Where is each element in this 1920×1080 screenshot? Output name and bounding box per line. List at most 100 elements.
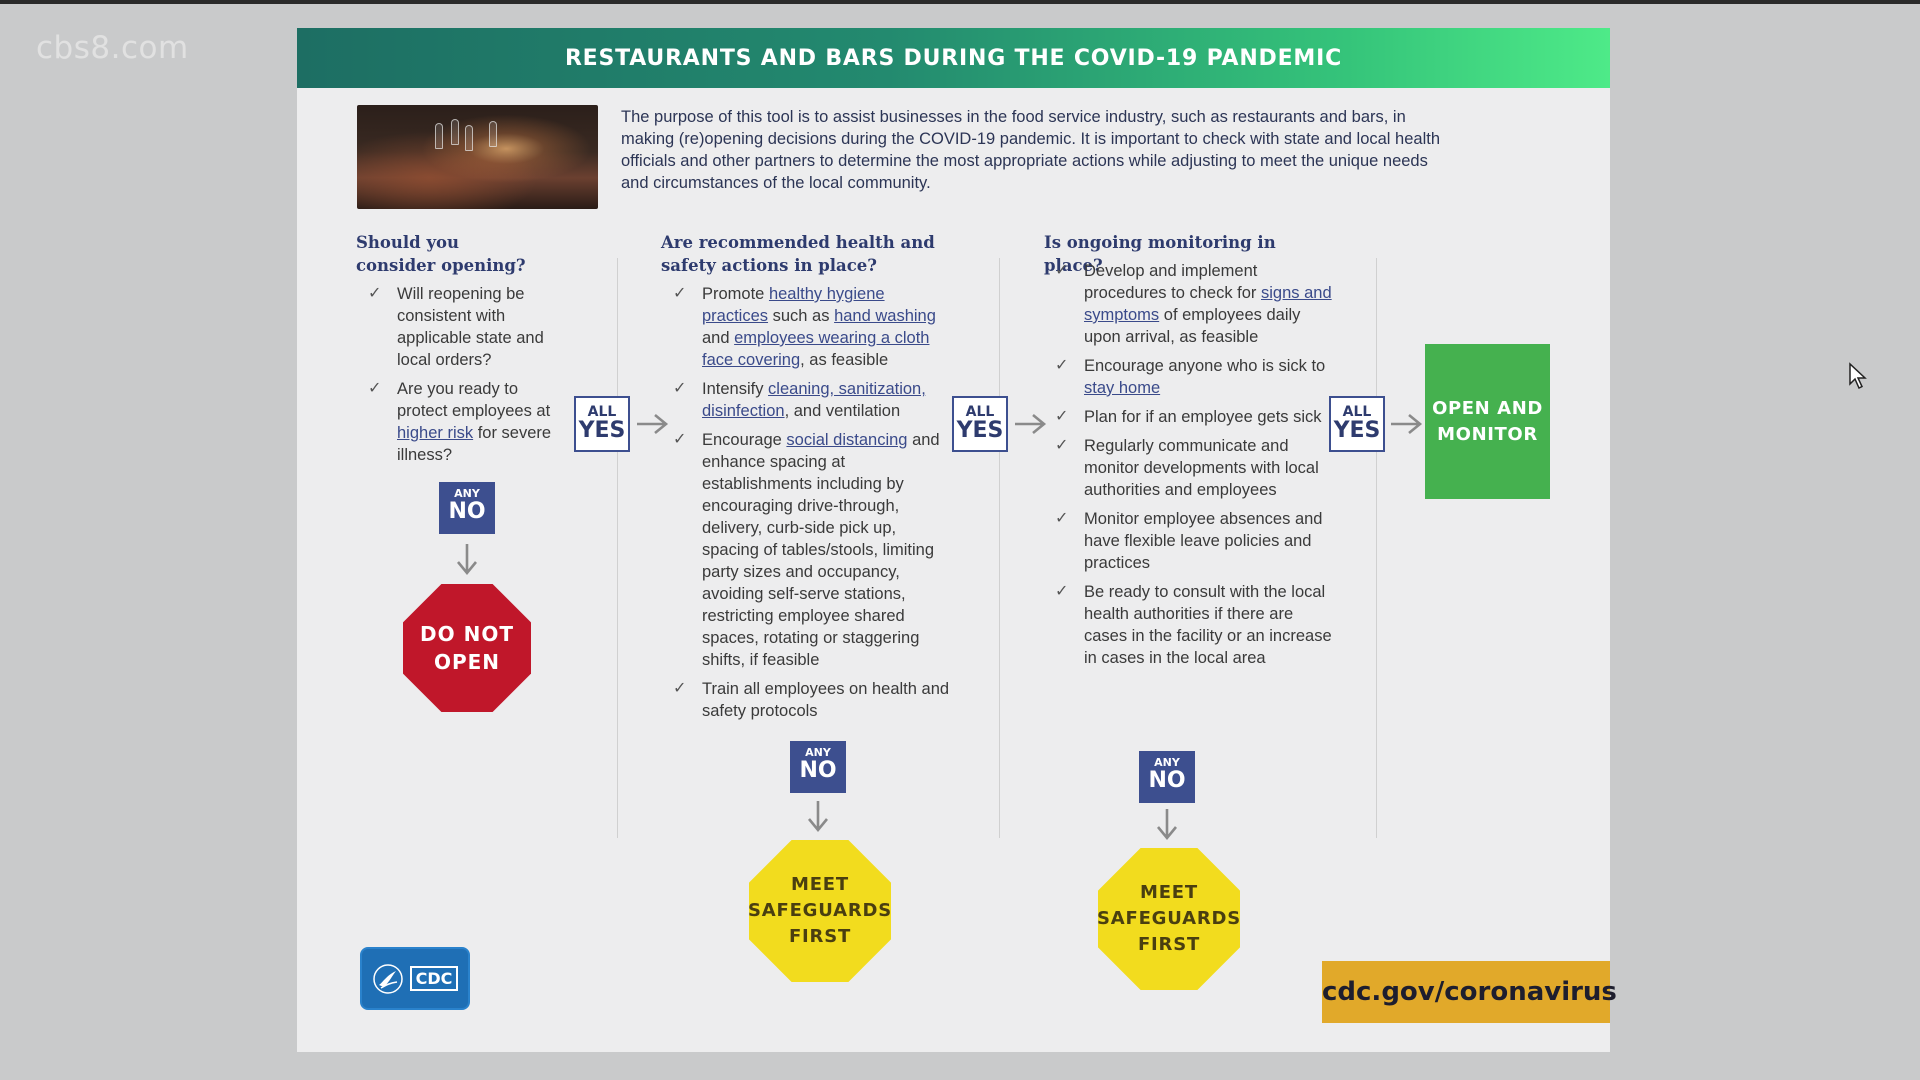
checklist-item: ✓ Monitor employee absences and have flex… (1044, 508, 1334, 574)
checkmark-icon: ✓ (673, 431, 687, 448)
all-yes-box-2: ALL YES (952, 396, 1008, 452)
column-divider (617, 258, 618, 838)
checklist-text: and (702, 329, 735, 347)
all-yes-label: ALL (965, 404, 995, 420)
any-no-box-2: ANY NO (790, 741, 846, 793)
checklist-text: of employees daily upon arrival, as feas… (1084, 306, 1301, 346)
any-no-value: NO (1148, 768, 1186, 793)
checklist-item: ✓ Will reopening be consistent with appli… (357, 283, 567, 371)
safeguards-sign-line: FIRST (788, 926, 852, 947)
resource-link[interactable]: employees wearing a cloth face covering (702, 329, 930, 369)
question-health-safety-actions: Are recommended health and safety action… (661, 233, 935, 275)
question-ongoing-monitoring: Is ongoing monitoring in place? (1044, 233, 1276, 275)
any-no-label: ANY (1154, 756, 1180, 769)
hhs-eagle-icon (372, 963, 403, 994)
open-and-monitor-box: OPEN AND MONITOR (1425, 344, 1550, 499)
down-arrow-icon (456, 544, 478, 576)
resource-link[interactable]: hand washing (834, 307, 936, 325)
intro-paragraph: The purpose of this tool is to assist bu… (621, 108, 1441, 192)
safeguards-sign-line: FIRST (1137, 934, 1201, 955)
checklist-text: Monitor employee absences and have flexi… (1084, 510, 1323, 572)
all-yes-value: YES (956, 418, 1004, 443)
down-arrow-icon (807, 801, 829, 833)
resource-link[interactable]: signs and symptoms (1084, 284, 1332, 324)
checklist-text: and enhance spacing at establishments in… (702, 431, 940, 669)
checklist-text: Will reopening be consistent with applic… (397, 285, 544, 369)
right-arrow-icon (1015, 413, 1047, 435)
video-top-border (0, 0, 1920, 4)
right-arrow-icon (637, 413, 669, 435)
checkmark-icon: ✓ (1055, 408, 1069, 425)
checklist-item: ✓ Encourage social distancing and enhance… (662, 429, 952, 671)
checklist-text: Encourage (702, 431, 787, 449)
resource-link[interactable]: cleaning, sanitization, disinfection (702, 380, 926, 420)
resource-link[interactable]: healthy hygiene practices (702, 285, 885, 325)
resource-link[interactable]: higher risk (397, 424, 474, 442)
all-yes-value: YES (578, 418, 626, 443)
resource-link[interactable]: stay home (1084, 379, 1161, 397)
checklist-item: ✓ Are you ready to protect employees at h… (357, 378, 567, 466)
all-yes-box-1: ALL YES (574, 396, 630, 452)
column-divider (1376, 258, 1377, 838)
all-yes-label: ALL (1342, 404, 1372, 420)
cdc-logo: CDC (360, 947, 470, 1010)
checkmark-icon: ✓ (673, 285, 687, 302)
restaurant-photo (357, 105, 598, 209)
checklist-item: ✓ Regularly communicate and monitor devel… (1044, 435, 1334, 501)
checklist-text: Be ready to consult with the local healt… (1084, 583, 1332, 667)
meet-safeguards-sign-1: MEET SAFEGUARDS FIRST (749, 840, 891, 982)
checklist-text: Are you ready to protect employees at (397, 380, 551, 420)
checklist-text: , as feasible (800, 351, 889, 369)
any-no-value: NO (448, 499, 486, 524)
safeguards-sign-line: SAFEGUARDS (1096, 908, 1242, 929)
down-arrow-icon (1156, 809, 1178, 841)
checklist-item: ✓ Intensify cleaning, sanitization, disin… (662, 378, 952, 422)
any-no-box-3: ANY NO (1139, 751, 1195, 803)
stop-sign-line: OPEN (433, 650, 501, 674)
checkmark-icon: ✓ (1055, 583, 1069, 600)
checklist-text: Plan for if an employee gets sick (1084, 408, 1322, 426)
checklist-item: ✓ Develop and implement procedures to che… (1044, 260, 1334, 348)
checkmark-icon: ✓ (368, 285, 382, 302)
checklist-text: Develop and implement procedures to chec… (1084, 262, 1262, 302)
channel-watermark: cbs8.com (36, 30, 189, 66)
checklist-text: , and ventilation (784, 402, 901, 420)
safeguards-sign-line: MEET (791, 874, 849, 895)
checklist-text: Promote (702, 285, 769, 303)
checklist-health-safety-actions: ✓ Promote healthy hygiene practices such … (662, 283, 952, 729)
mouse-cursor-icon (1849, 362, 1867, 390)
column-divider (999, 258, 1000, 838)
cdc-logo-text: CDC (409, 966, 459, 991)
do-not-open-stop-sign: DO NOT OPEN (403, 584, 531, 712)
all-yes-label: ALL (587, 404, 617, 420)
checkmark-icon: ✓ (1055, 510, 1069, 527)
checklist-text: such as (768, 307, 835, 325)
safeguards-sign-line: SAFEGUARDS (747, 900, 893, 921)
cdc-flowchart-sheet: RESTAURANTS AND BARS DURING THE COVID-19… (297, 28, 1617, 1052)
checklist-text: Intensify (702, 380, 769, 398)
checklist-text: for severe illness? (397, 424, 552, 464)
resource-link[interactable]: social distancing (786, 431, 908, 449)
any-no-box-1: ANY NO (439, 482, 495, 534)
checkmark-icon: ✓ (1055, 357, 1069, 374)
checklist-text: Encourage anyone who is sick to (1084, 357, 1326, 375)
open-and-monitor-line: MONITOR (1437, 423, 1538, 445)
checkmark-icon: ✓ (1055, 437, 1069, 454)
stop-sign-line: DO NOT (420, 622, 514, 646)
checkmark-icon: ✓ (673, 380, 687, 397)
checklist-text: Regularly communicate and monitor develo… (1084, 437, 1319, 499)
checklist-ongoing-monitoring: ✓ Develop and implement procedures to che… (1044, 260, 1334, 676)
open-and-monitor-line: OPEN AND (1432, 397, 1543, 419)
checklist-item: ✓ Plan for if an employee gets sick (1044, 406, 1334, 428)
checklist-item: ✓ Encourage anyone who is sick to stay ho… (1044, 355, 1334, 399)
checkmark-icon: ✓ (673, 680, 687, 697)
all-yes-box-3: ALL YES (1329, 396, 1385, 452)
checkmark-icon: ✓ (1055, 262, 1069, 279)
question-consider-opening: Should you consider opening? (356, 233, 526, 275)
checklist-consider-opening: ✓ Will reopening be consistent with appli… (357, 283, 567, 473)
checklist-text: Train all employees on health and safety… (702, 680, 950, 720)
any-no-label: ANY (454, 487, 480, 500)
safeguards-sign-line: MEET (1140, 882, 1198, 903)
checkmark-icon: ✓ (368, 380, 382, 397)
checklist-item: ✓ Train all employees on health and safet… (662, 678, 952, 722)
